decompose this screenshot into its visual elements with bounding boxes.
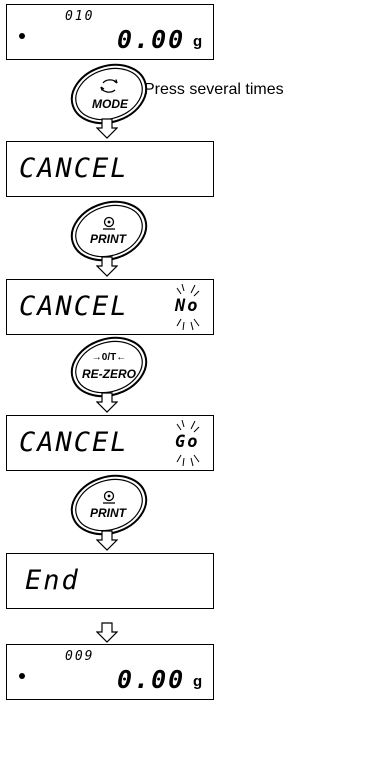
mode-button-label: MODE	[92, 97, 128, 111]
blink-indicator	[176, 283, 200, 331]
down-arrow	[96, 530, 118, 551]
print-icon	[103, 216, 115, 230]
rezero-button[interactable]	[66, 336, 152, 398]
blink-indicator	[176, 419, 200, 467]
end-text: End	[25, 565, 80, 596]
data-counter: 009	[65, 649, 95, 664]
print-icon	[103, 490, 115, 504]
cancel-text: CANCEL	[19, 291, 129, 322]
cancel-display: CANCEL	[6, 141, 214, 197]
stable-indicator-dot	[19, 673, 25, 679]
option-text: No	[175, 296, 200, 316]
down-arrow	[96, 256, 118, 277]
rezero-button-label: RE-ZERO	[82, 367, 136, 381]
data-counter: 010	[65, 9, 95, 24]
cancel-text: CANCEL	[19, 427, 129, 458]
initial-weight-display: 010 0.00 g	[6, 4, 214, 60]
weight-value: 0.00	[117, 25, 186, 54]
rotate-icon	[100, 79, 118, 93]
weight-unit: g	[193, 33, 203, 50]
down-arrow	[96, 392, 118, 413]
stable-indicator-dot	[19, 33, 25, 39]
weight-value: 0.00	[117, 665, 186, 694]
rezero-symbol: →0/T←	[91, 352, 127, 363]
print-button-label: PRINT	[90, 232, 126, 246]
final-weight-display: 009 0.00 g	[6, 644, 214, 700]
down-arrow	[96, 622, 118, 643]
cancel-no-display: CANCEL No	[6, 279, 214, 335]
end-display: End	[6, 553, 214, 609]
print-button[interactable]	[66, 474, 152, 536]
down-arrow	[96, 118, 118, 139]
instruction-note: Press several times	[144, 81, 284, 98]
print-button[interactable]	[66, 200, 152, 262]
mode-button[interactable]	[66, 63, 152, 125]
cancel-go-display: CANCEL Go	[6, 415, 214, 471]
weight-unit: g	[193, 673, 203, 690]
print-button-label: PRINT	[90, 506, 126, 520]
option-text: Go	[175, 432, 200, 452]
cancel-text: CANCEL	[19, 153, 129, 184]
